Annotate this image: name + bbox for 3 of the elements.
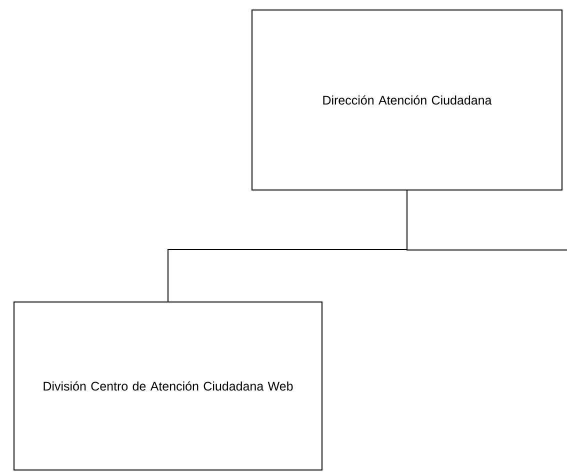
org-box: División Centro de Atención Ciudadana Web xyxy=(14,301,322,470)
connector-line xyxy=(406,190,567,250)
org-box: Dirección Atención Ciudadana xyxy=(252,10,562,190)
